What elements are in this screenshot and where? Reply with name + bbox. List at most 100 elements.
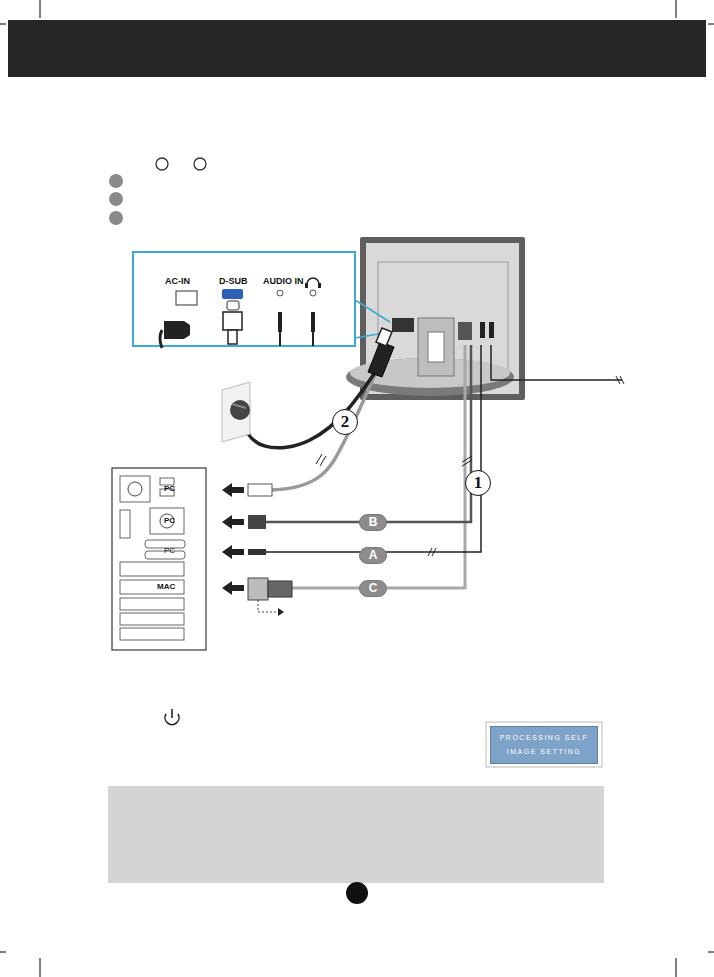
- signal-cables: [616, 376, 624, 384]
- plug-arrows: [222, 483, 244, 497]
- port-label: AUDIO IN: [263, 276, 304, 286]
- plug-arrows: [278, 608, 284, 616]
- port-label: AUDIO IN: [263, 276, 304, 286]
- power-cord: [232, 404, 246, 408]
- computer-label: PC: [164, 546, 175, 555]
- signal-cables: [266, 345, 471, 522]
- computer-label: PC: [164, 546, 175, 555]
- step-markers: [109, 192, 123, 206]
- power-button: [171, 709, 173, 718]
- header-bar: [8, 20, 706, 77]
- power-button: [165, 709, 179, 725]
- power-cord: [376, 328, 392, 346]
- port-label: D-SUB: [219, 276, 248, 286]
- power-cord: [222, 382, 250, 442]
- connector-inset: [176, 291, 197, 305]
- computer-label: PC: [164, 516, 175, 525]
- node-text: B: [369, 515, 378, 529]
- computer-label: MAC: [157, 582, 175, 591]
- power-cord: [230, 400, 250, 420]
- plug-arrows: [248, 578, 268, 600]
- signal-cables: [316, 454, 326, 466]
- crop-mark: [0, 24, 6, 25]
- pc-tower: [128, 482, 142, 496]
- plug-arrows: [248, 484, 272, 496]
- connector-inset: [305, 283, 308, 288]
- step-markers: [109, 211, 123, 225]
- pc-tower: [120, 510, 130, 538]
- connector-inset: [222, 289, 243, 299]
- connector-inset: [133, 252, 390, 348]
- connector-inset: [223, 312, 242, 330]
- computer-label: PC: [164, 516, 175, 525]
- step-markers: [109, 174, 123, 188]
- signal-cables: [428, 548, 436, 556]
- plug-arrows: [222, 515, 244, 529]
- node-text: PROCESSING SELF IMAGE SETTING: [495, 731, 593, 759]
- node-text: 2: [341, 412, 350, 432]
- step-markers: [194, 158, 206, 170]
- pc-tower: [120, 580, 184, 594]
- connector-inset: [310, 290, 316, 296]
- note-box: [108, 786, 604, 883]
- pc-tower: [120, 598, 184, 610]
- signal-cables: [266, 345, 481, 552]
- computer-label: PC: [164, 484, 175, 493]
- monitor-back: [428, 332, 444, 362]
- pc-tower: [160, 478, 174, 485]
- connector-inset: [307, 278, 319, 284]
- connector-inset: [312, 332, 314, 346]
- connector-inset: [277, 290, 283, 296]
- crop-mark: [708, 24, 714, 25]
- pc-tower: [120, 628, 184, 640]
- callout-number: 1: [465, 470, 491, 496]
- port-label: AC-IN: [165, 276, 190, 286]
- connector-inset: [227, 301, 239, 310]
- connector-inset: [164, 321, 190, 339]
- step-markers: [156, 158, 168, 170]
- computer-label: PC: [164, 484, 175, 493]
- monitor-back: [480, 322, 485, 338]
- pc-tower: [120, 476, 150, 502]
- connector-inset: [278, 312, 282, 332]
- power-cord: [368, 342, 394, 377]
- crop-mark: [676, 0, 677, 18]
- plug-arrows: [268, 581, 292, 597]
- plug-arrows: [258, 600, 278, 612]
- port-label: AC-IN: [165, 276, 190, 286]
- pc-tower: [112, 468, 206, 650]
- power-cord: [222, 328, 394, 490]
- computer-label: MAC: [157, 582, 175, 591]
- port-label: D-SUB: [219, 276, 248, 286]
- connector-inset: [160, 330, 162, 348]
- connector-inset: [279, 332, 281, 346]
- signal-cables: [462, 456, 472, 466]
- monitor-back: [392, 318, 414, 332]
- pc-tower: [112, 468, 206, 650]
- connector-inset: [355, 300, 390, 322]
- node-text: C: [369, 581, 378, 595]
- cable-letter: B: [359, 514, 387, 531]
- pc-tower: [120, 562, 184, 576]
- plug-arrows: [222, 581, 244, 595]
- node-text: A: [369, 548, 378, 562]
- plug-arrows: [248, 549, 266, 555]
- screen-message: PROCESSING SELF IMAGE SETTING: [490, 726, 598, 764]
- signal-cables: [266, 345, 624, 588]
- plug-arrows: [222, 483, 292, 616]
- power-cord: [245, 368, 378, 448]
- monitor-back: [418, 318, 454, 376]
- crop-mark: [708, 952, 714, 953]
- callout-number: 2: [332, 409, 358, 435]
- connector-inset: [318, 283, 321, 288]
- signal-cables: [491, 345, 622, 380]
- page-number-dot: [346, 882, 368, 904]
- monitor-back: [458, 322, 472, 340]
- pc-tower: [150, 508, 184, 534]
- step-markers: [109, 158, 206, 225]
- pc-tower: [120, 613, 184, 625]
- connector-inset: [133, 252, 355, 346]
- connector-inset: [311, 312, 315, 332]
- crop-mark: [40, 958, 41, 977]
